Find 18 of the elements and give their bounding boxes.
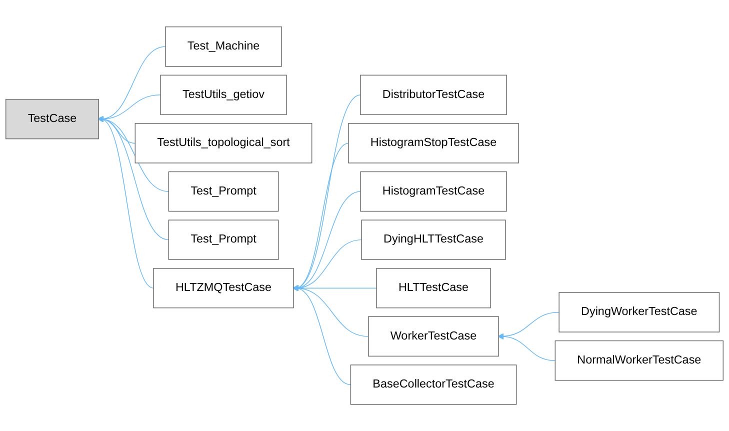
arrow: [498, 333, 556, 361]
node-box: Test_Prompt: [168, 171, 279, 212]
node-box: TestUtils_topological_sort: [134, 122, 312, 164]
node-box: Test_Machine: [165, 26, 282, 67]
node-box: NormalWorkerTestCase: [554, 340, 724, 381]
node-box: HistogramTestCase: [360, 171, 507, 212]
node-box: TestCase: [6, 98, 99, 140]
node-box: HLTZMQTestCase: [153, 268, 294, 308]
node-box: HistogramStopTestCase: [348, 122, 519, 164]
node-box: DyingHLTTestCase: [361, 220, 506, 260]
node-box: TestUtils_getiov: [160, 74, 287, 115]
node-box: BaseCollectorTestCase: [350, 364, 517, 405]
node-box: WorkerTestCase: [368, 316, 499, 356]
node-box: HLTTestCase: [376, 268, 491, 308]
node-box: DyingWorkerTestCase: [558, 292, 720, 332]
node-box: Test_Prompt: [168, 220, 279, 260]
arrow: [98, 117, 154, 288]
node-box: DistributorTestCase: [360, 74, 507, 115]
